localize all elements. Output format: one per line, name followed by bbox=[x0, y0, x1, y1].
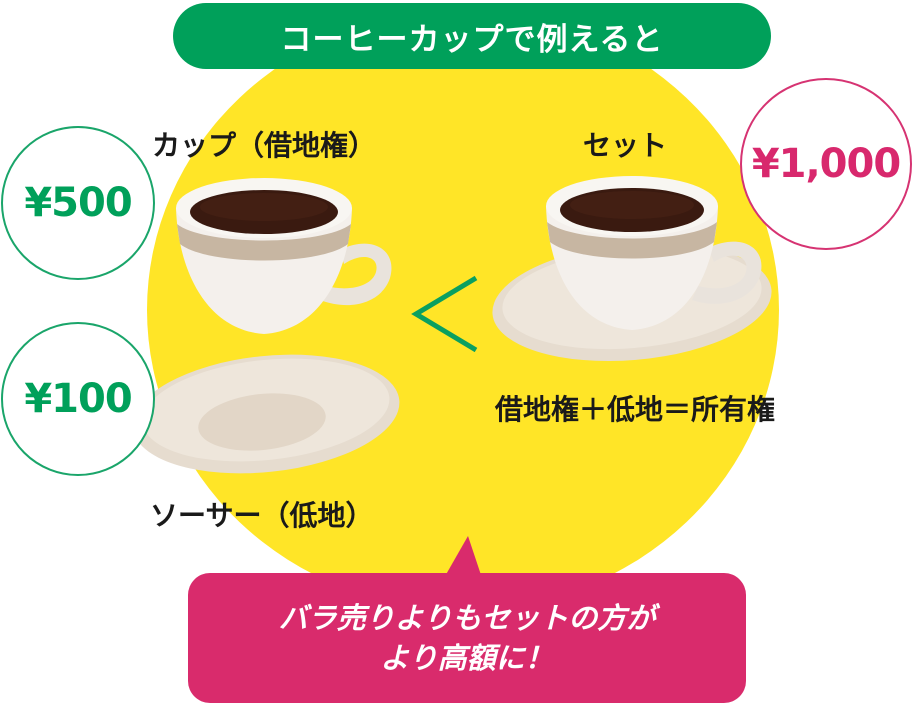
callout-line-1: バラ売りよりもセットの方が bbox=[278, 601, 656, 635]
callout-pointer bbox=[444, 536, 482, 578]
callout-line-2: より高額に！ bbox=[380, 641, 554, 675]
saucer-icon bbox=[132, 354, 400, 474]
cup-label: カップ（借地権） bbox=[152, 129, 377, 162]
cup-price-badge: ¥500 bbox=[1, 126, 155, 280]
saucer-label: ソーサー（低地） bbox=[150, 499, 374, 532]
cup-price: ¥500 bbox=[24, 180, 132, 226]
equation-label: 借地権＋低地＝所有権 bbox=[495, 393, 776, 426]
set-label: セット bbox=[583, 129, 668, 162]
saucer-price-badge: ¥100 bbox=[1, 322, 155, 476]
cup-icon bbox=[176, 178, 392, 334]
set-price-badge: ¥1,000 bbox=[740, 78, 912, 250]
cup-and-saucer-icon bbox=[492, 176, 772, 362]
saucer-price: ¥100 bbox=[24, 376, 132, 422]
title-text: コーヒーカップで例えると bbox=[280, 21, 664, 58]
set-price: ¥1,000 bbox=[751, 141, 901, 187]
title-banner: コーヒーカップで例えると bbox=[173, 3, 771, 69]
less-than-icon bbox=[411, 275, 478, 353]
conclusion-callout: バラ売りよりもセットの方が より高額に！ bbox=[188, 573, 746, 703]
